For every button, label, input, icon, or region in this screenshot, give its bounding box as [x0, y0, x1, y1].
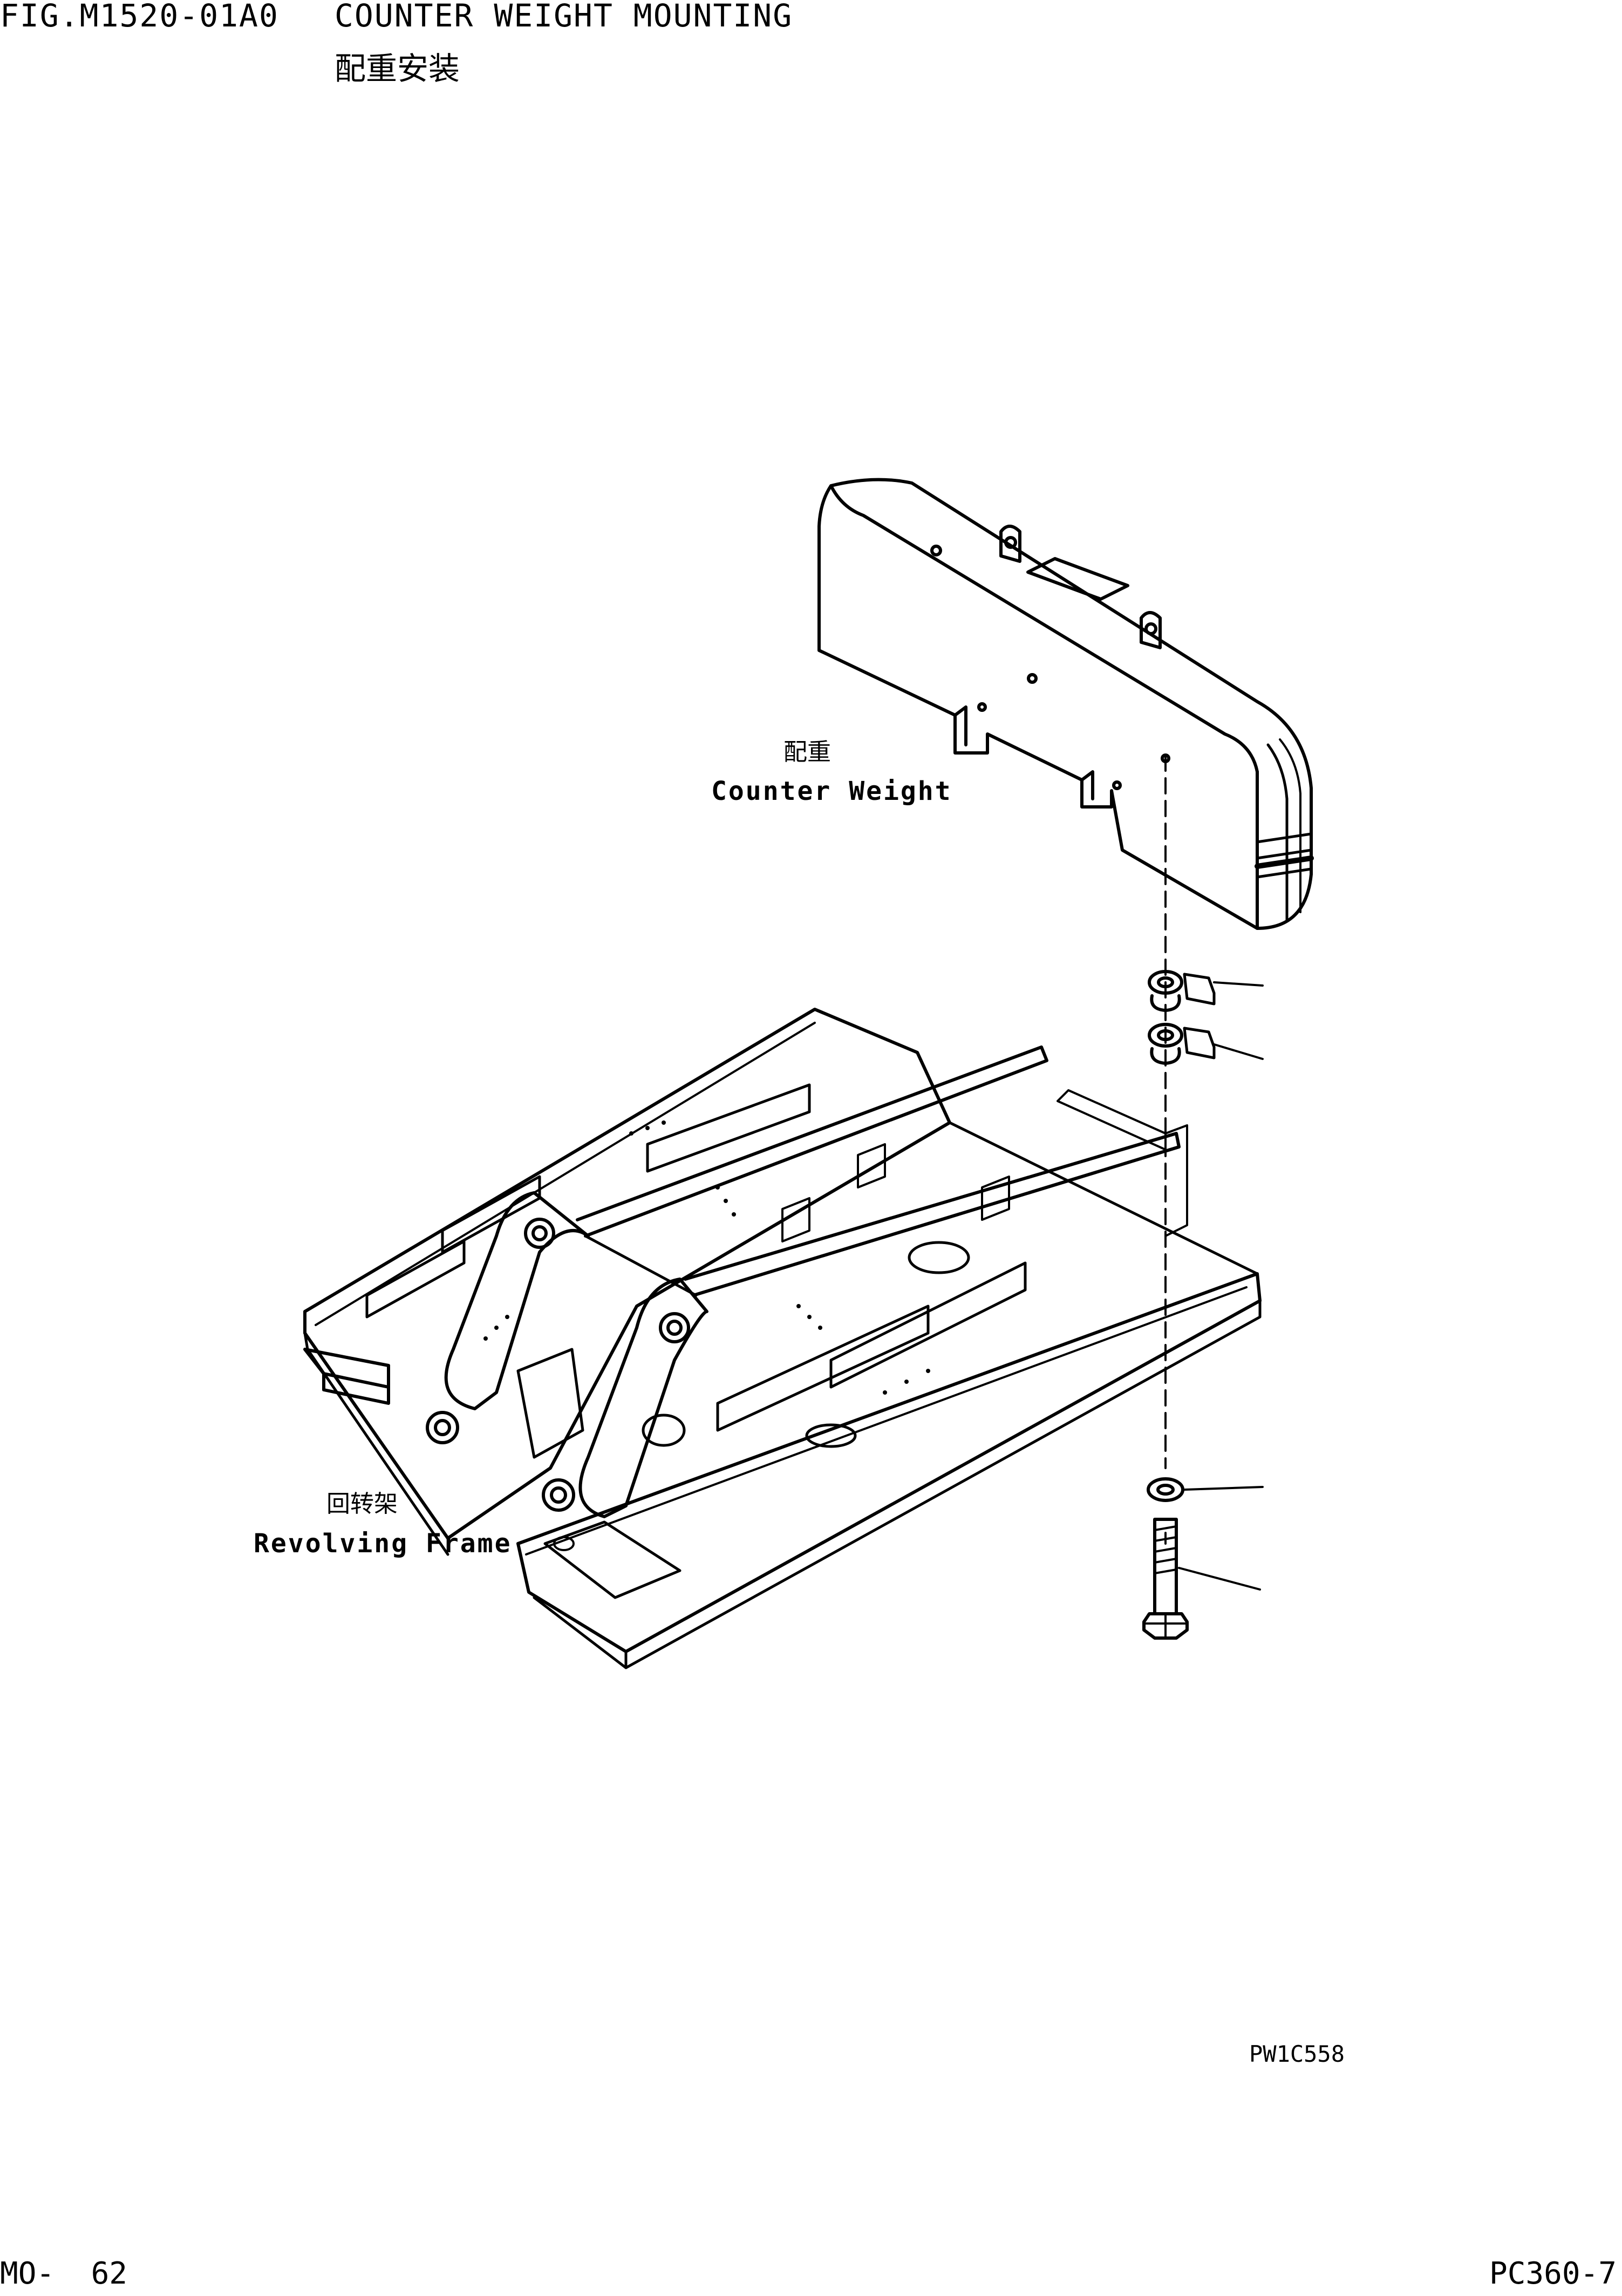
drawing-code: PW1C558 — [1249, 2041, 1345, 2067]
bolt-washer — [1147, 1477, 1264, 1502]
counterweight-part — [817, 478, 1314, 930]
counterweight-label-en: Counter Weight — [711, 776, 952, 806]
revolving-frame-part — [303, 1008, 1262, 1669]
figure-title-cn: 配重安装 — [335, 50, 460, 87]
revolving-frame-label-cn: 回转架 — [326, 1490, 398, 1518]
model-number: PC360-7 — [1489, 2256, 1617, 2291]
figure-title-en: COUNTER WEIGHT MOUNTING — [335, 0, 793, 34]
upper-shim-1 — [1148, 970, 1264, 1012]
revolving-frame-label-en: Revolving Frame — [254, 1529, 512, 1559]
upper-shim-2 — [1148, 1023, 1264, 1065]
page-number: MO- 62 — [0, 2256, 128, 2291]
figure-id: FIG.M1520-01A0 — [0, 0, 279, 34]
mounting-bolt — [1142, 1518, 1261, 1640]
counterweight-label-cn: 配重 — [783, 738, 831, 766]
